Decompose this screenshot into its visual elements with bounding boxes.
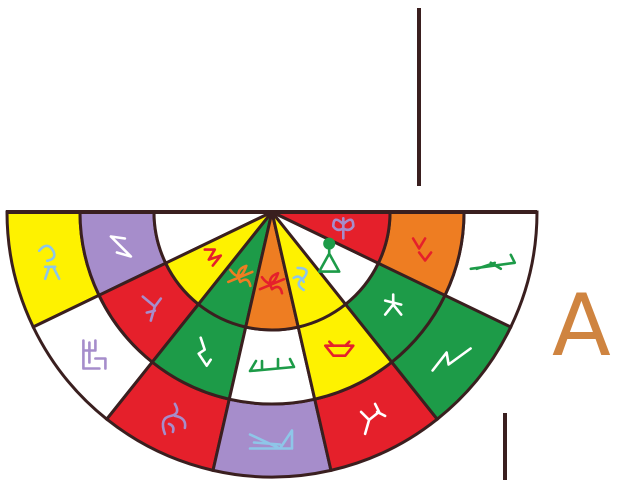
- outer-ring-segment-3: [213, 399, 331, 477]
- semicircle-fan: [7, 212, 537, 477]
- letter-label: A: [552, 276, 611, 376]
